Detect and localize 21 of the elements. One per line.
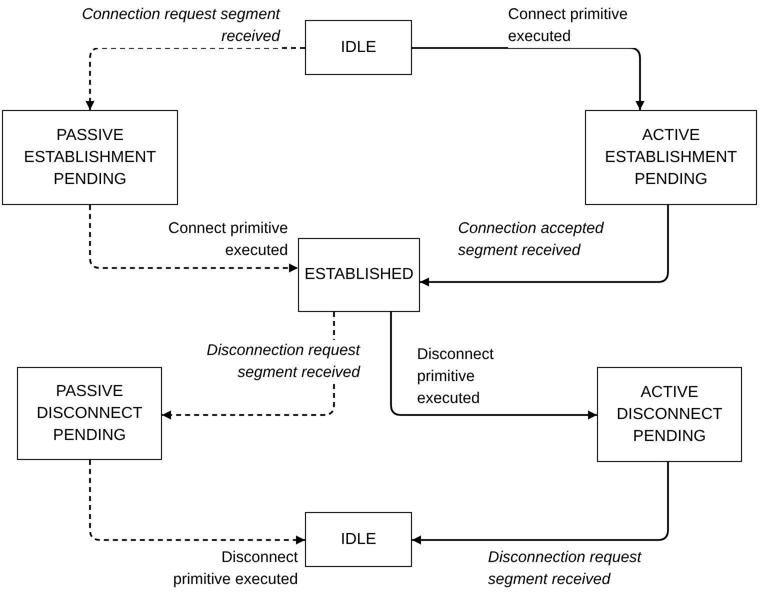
state-name: PASSIVE ESTABLISHMENT PENDING <box>22 126 158 190</box>
arrow <box>89 460 305 544</box>
state-box <box>597 367 742 462</box>
state-box <box>298 238 420 312</box>
arrow <box>412 47 644 110</box>
state-name: PASSIVE DISCONNECT PENDING <box>36 382 144 446</box>
state-name: ACTIVE ESTABLISHMENT PENDING <box>604 126 738 190</box>
arrow <box>390 312 597 420</box>
state-box <box>585 110 757 205</box>
arrow <box>420 205 669 286</box>
arrow <box>412 462 669 544</box>
state-box <box>305 20 412 75</box>
state-box <box>17 367 162 460</box>
state-name: IDLE <box>340 38 376 58</box>
state-box <box>305 512 412 567</box>
state-name: IDLE <box>340 530 376 550</box>
arrow <box>89 205 298 272</box>
state-name: ESTABLISHED <box>304 265 414 285</box>
arrow <box>86 47 305 110</box>
state-name: ACTIVE DISCONNECT PENDING <box>616 382 724 446</box>
state-box <box>2 110 178 205</box>
